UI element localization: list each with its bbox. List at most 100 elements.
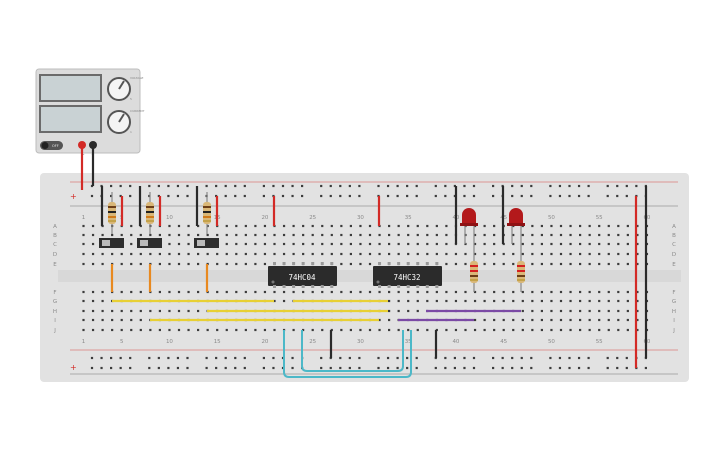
breadboard-hole[interactable] — [472, 184, 476, 188]
breadboard-hole[interactable] — [598, 233, 601, 237]
breadboard-hole[interactable] — [626, 252, 629, 256]
breadboard-hole[interactable] — [273, 252, 276, 256]
breadboard-hole[interactable] — [435, 242, 438, 246]
breadboard-hole[interactable] — [177, 290, 181, 294]
breadboard-hole[interactable] — [177, 233, 181, 237]
breadboard-hole[interactable] — [148, 356, 151, 360]
breadboard-hole[interactable] — [100, 356, 103, 360]
breadboard-hole[interactable] — [177, 242, 181, 246]
breadboard-hole[interactable] — [502, 328, 505, 332]
wire-loop-outer[interactable] — [283, 330, 412, 378]
breadboard-hole[interactable] — [321, 328, 324, 332]
breadboard-hole[interactable] — [558, 194, 562, 198]
breadboard-hole[interactable] — [625, 356, 628, 360]
breadboard-hole[interactable] — [158, 290, 161, 294]
breadboard-hole[interactable] — [225, 328, 228, 332]
breadboard-hole[interactable] — [216, 233, 219, 237]
breadboard-hole[interactable] — [598, 262, 601, 266]
breadboard-hole[interactable] — [292, 224, 295, 228]
breadboard-hole[interactable] — [636, 299, 639, 303]
breadboard-hole[interactable] — [91, 252, 95, 256]
breadboard-hole[interactable] — [359, 252, 362, 256]
breadboard-hole[interactable] — [397, 224, 400, 228]
breadboard-hole[interactable] — [397, 252, 400, 256]
breadboard-hole[interactable] — [302, 290, 305, 294]
breadboard-hole[interactable] — [607, 290, 610, 294]
breadboard-hole[interactable] — [559, 309, 563, 313]
breadboard-hole[interactable] — [110, 194, 113, 198]
breadboard-hole[interactable] — [607, 328, 610, 332]
breadboard-hole[interactable] — [386, 184, 390, 188]
breadboard-hole[interactable] — [216, 290, 219, 294]
breadboard-hole[interactable] — [454, 252, 458, 256]
breadboard-hole[interactable] — [445, 224, 448, 228]
breadboard-hole[interactable] — [531, 328, 534, 332]
breadboard-hole[interactable] — [415, 356, 418, 360]
breadboard-hole[interactable] — [157, 366, 160, 370]
breadboard-hole[interactable] — [149, 233, 152, 237]
breadboard-hole[interactable] — [388, 252, 391, 256]
breadboard-hole[interactable] — [90, 366, 94, 370]
breadboard-hole[interactable] — [397, 242, 400, 246]
breadboard-hole[interactable] — [636, 262, 639, 266]
breadboard-hole[interactable] — [472, 194, 476, 198]
breadboard-hole[interactable] — [348, 184, 351, 188]
breadboard-hole[interactable] — [368, 262, 372, 266]
breadboard-hole[interactable] — [607, 233, 610, 237]
breadboard-hole[interactable] — [502, 262, 505, 266]
breadboard-hole[interactable] — [330, 252, 333, 256]
breadboard-hole[interactable] — [349, 262, 352, 266]
breadboard-hole[interactable] — [531, 290, 534, 294]
breadboard-hole[interactable] — [607, 318, 610, 322]
breadboard-hole[interactable] — [617, 224, 620, 228]
breadboard-hole[interactable] — [281, 194, 285, 198]
breadboard-hole[interactable] — [473, 328, 477, 332]
breadboard-hole[interactable] — [100, 366, 103, 370]
breadboard-hole[interactable] — [254, 328, 257, 332]
breadboard-hole[interactable] — [569, 309, 572, 313]
breadboard-hole[interactable] — [540, 262, 543, 266]
breadboard-hole[interactable] — [407, 299, 410, 303]
breadboard-hole[interactable] — [244, 242, 247, 246]
breadboard-hole[interactable] — [540, 318, 543, 322]
breadboard-hole[interactable] — [368, 328, 372, 332]
breadboard-hole[interactable] — [636, 224, 639, 228]
breadboard-hole[interactable] — [168, 252, 171, 256]
breadboard-hole[interactable] — [559, 262, 563, 266]
breadboard-hole[interactable] — [388, 318, 391, 322]
breadboard-hole[interactable] — [167, 194, 170, 198]
breadboard-hole[interactable] — [273, 290, 276, 294]
breadboard-hole[interactable] — [139, 328, 142, 332]
breadboard-hole[interactable] — [626, 318, 629, 322]
breadboard-hole[interactable] — [378, 233, 381, 237]
breadboard-hole[interactable] — [311, 252, 314, 256]
breadboard-hole[interactable] — [254, 290, 257, 294]
breadboard-hole[interactable] — [244, 224, 247, 228]
breadboard-hole[interactable] — [234, 194, 237, 198]
breadboard-hole[interactable] — [598, 252, 601, 256]
breadboard-hole[interactable] — [130, 309, 133, 313]
breadboard-hole[interactable] — [186, 356, 189, 360]
switches[interactable] — [99, 238, 219, 248]
switch-2[interactable] — [137, 238, 162, 248]
breadboard-hole[interactable] — [415, 194, 418, 198]
breadboard-hole[interactable] — [444, 366, 447, 370]
breadboard-hole[interactable] — [559, 252, 563, 256]
breadboard-hole[interactable] — [444, 184, 447, 188]
breadboard-hole[interactable] — [82, 224, 85, 228]
breadboard-hole[interactable] — [263, 328, 267, 332]
breadboard-hole[interactable] — [330, 290, 333, 294]
breadboard-hole[interactable] — [321, 252, 324, 256]
breadboard-hole[interactable] — [483, 299, 486, 303]
breadboard-hole[interactable] — [512, 233, 515, 237]
breadboard-hole[interactable] — [282, 290, 286, 294]
breadboard-hole[interactable] — [473, 252, 477, 256]
breadboard-hole[interactable] — [579, 328, 582, 332]
breadboard-hole[interactable] — [530, 184, 533, 188]
breadboard-hole[interactable] — [292, 242, 295, 246]
breadboard-hole[interactable] — [636, 328, 639, 332]
breadboard-hole[interactable] — [463, 194, 466, 198]
breadboard-hole[interactable] — [454, 328, 458, 332]
switch-1-slider-icon[interactable] — [102, 240, 110, 246]
breadboard-hole[interactable] — [129, 184, 132, 188]
